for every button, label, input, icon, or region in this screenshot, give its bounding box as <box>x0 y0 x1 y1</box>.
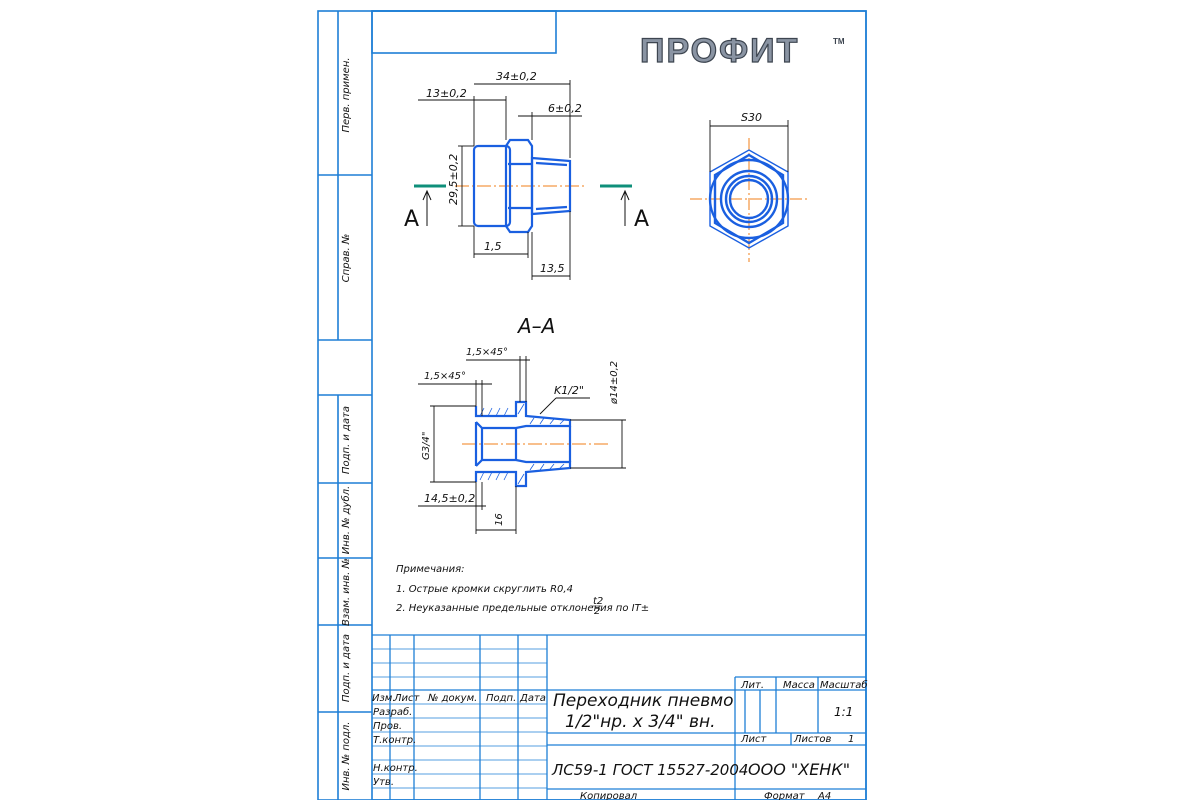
side-label: Справ. № <box>341 234 352 283</box>
dim-6: 6±0,2 <box>548 102 582 115</box>
note-1: 1. Острые кромки скруглить R0,4 <box>396 584 573 595</box>
dim-k12: K1/2" <box>554 384 584 397</box>
part-name-line2: 1/2"нр. х 3/4" вн. <box>565 712 715 732</box>
side-label: Подп. и дата <box>341 634 352 702</box>
mass-label: Масса <box>783 680 815 691</box>
hdr-podp: Подп. <box>486 693 516 704</box>
dim-34: 34±0,2 <box>496 70 537 83</box>
section-letter-left: А <box>404 207 419 232</box>
side-label: Перв. примен. <box>341 57 352 132</box>
role-checker: Пров. <box>373 721 402 732</box>
sheet-label: Лист <box>740 734 768 745</box>
dim-14-5: 14,5±0,2 <box>424 492 475 505</box>
company: ООО "ХЕНК" <box>748 760 850 779</box>
side-label: Инв. № подл. <box>341 722 352 791</box>
dim-g34: G3/4" <box>421 432 432 460</box>
hdr-izm: Изм. <box>372 693 396 704</box>
dim-13-5: 13,5 <box>540 262 565 275</box>
format-label: Формат <box>764 791 806 800</box>
section-view: А–А <box>418 314 626 534</box>
side-labels: Перв. примен. Справ. № Подп. и дата Инв.… <box>340 57 352 790</box>
dim-1-5: 1,5 <box>484 240 502 253</box>
role-approved: Утв. <box>373 777 394 788</box>
dim-16: 16 <box>494 513 505 526</box>
side-label: Инв. № дубл. <box>340 486 352 554</box>
note-2-tol-num: t2 <box>593 596 603 607</box>
front-view: А А <box>404 70 649 280</box>
end-view: S30 <box>690 111 810 262</box>
note-2-tol-den: 2 <box>594 606 600 617</box>
copied-label: Копировал <box>580 791 638 800</box>
scale-value: 1:1 <box>834 705 853 719</box>
title-block: Изм. Лист № докум. Подп. Дата Разраб. Пр… <box>372 634 868 800</box>
side-label: Взам. инв. № <box>341 558 352 626</box>
material: ЛС59-1 ГОСТ 15527-2004 <box>551 761 748 779</box>
role-tcontrol: Т.контр. <box>373 735 416 746</box>
dim-chamfer-2: 1,5×45° <box>424 371 466 382</box>
sheets-value: 1 <box>848 734 854 745</box>
dim-29-5: 29,5±0,2 <box>447 154 460 205</box>
part-name-line1: Переходник пневмо <box>553 691 733 711</box>
hdr-list: Лист <box>393 693 421 704</box>
dim-chamfer-1: 1,5×45° <box>466 347 508 358</box>
profit-logo: ПРОФИТ TM <box>639 31 845 70</box>
section-title: А–А <box>516 314 555 338</box>
dim-bore: ø14±0,2 <box>609 361 620 405</box>
role-ncontrol: Н.контр. <box>373 763 418 774</box>
logo-text: ПРОФИТ <box>640 32 799 70</box>
role-developer: Разраб. <box>373 706 412 718</box>
side-label: Подп. и дата <box>341 406 352 474</box>
notes-heading: Примечания: <box>396 564 465 575</box>
note-2: 2. Неуказанные предельные отклонения по … <box>396 603 649 614</box>
sheet-frame <box>317 10 867 800</box>
lit-label: Лит. <box>740 680 764 691</box>
dim-13: 13±0,2 <box>426 87 467 100</box>
format-value: А4 <box>817 791 831 800</box>
sheets-label: Листов <box>793 734 831 745</box>
logo-tm: TM <box>833 37 845 46</box>
section-letter-right: А <box>634 207 649 232</box>
notes: Примечания: 1. Острые кромки скруглить R… <box>396 564 649 617</box>
hdr-data: Дата <box>519 693 546 704</box>
dim-s30: S30 <box>741 111 762 124</box>
scale-label: Масштаб <box>820 679 868 691</box>
hdr-doc: № докум. <box>427 693 477 704</box>
